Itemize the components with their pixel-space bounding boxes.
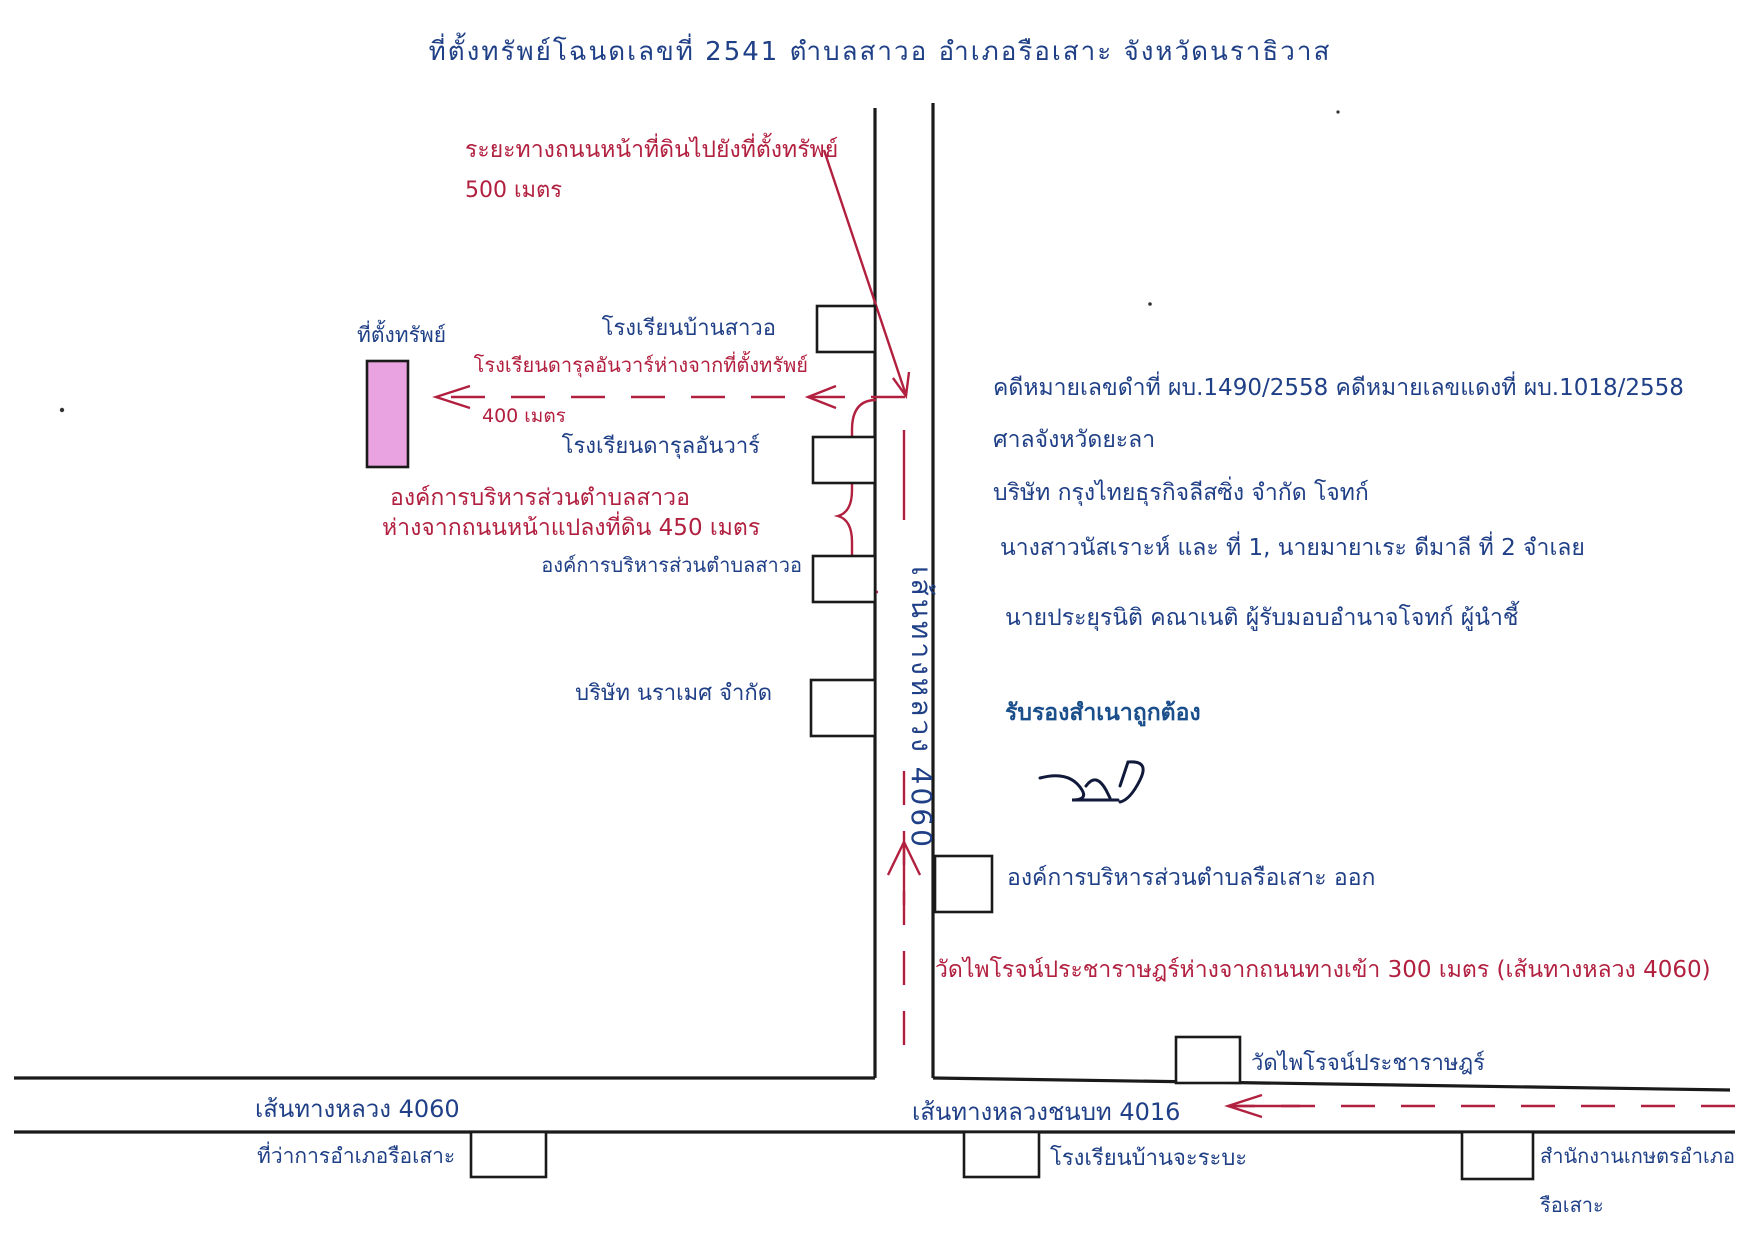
landmark-label-school-ban-sawo: โรงเรียนบ้านสาวอ	[602, 315, 776, 341]
landmark-box-land-office	[1460, 1130, 1535, 1181]
case-info-line2: ศาลจังหวัดยะลา	[993, 427, 1155, 453]
landmark-box-school-darul-anwar	[811, 435, 877, 485]
school-distance-value: 400 เมตร	[482, 405, 566, 427]
horizontal-road-label-left: เส้นทางหลวง 4060	[255, 1095, 460, 1123]
ink-dot	[59, 407, 65, 413]
landmark-label-district-office: ที่ว่าการอำเภอรือเสาะ	[257, 1141, 455, 1168]
temple-distance-note: วัดไพโรจน์ประชาราษฎร์ห่างจากถนนทางเข้า 3…	[935, 956, 1711, 983]
sao-distance-line2: ห่างจากถนนหน้าแปลงที่ดิน 450 เมตร	[382, 511, 760, 541]
case-info-line3: บริษัท กรุงไทยธุรกิจลีสซิ่ง จำกัด โจทก์	[993, 476, 1369, 506]
landmark-box-district-office	[469, 1130, 548, 1179]
property-label: ที่ตั้งทรัพย์	[357, 320, 446, 347]
case-info-line4: นางสาวนัสเราะห์ และ ที่ 1, นายมายาเระ ดี…	[1000, 531, 1585, 561]
landmark-box-school-ban-sawo	[815, 304, 877, 354]
map-title: ที่ตั้งทรัพย์โฉนดเลขที่ 2541 ตำบลสาวอ อำ…	[429, 32, 1332, 67]
landmark-box-sao-sawo	[811, 554, 877, 604]
landmark-box-school-ban-charabe	[962, 1130, 1041, 1179]
case-info-line5: นายประยุรนิติ คณาเนติ ผู้รับมอบอำนาจโจทก…	[1005, 601, 1520, 631]
horizontal-road-label-mid: เส้นทางหลวงชนบท 4016	[912, 1098, 1180, 1126]
landmark-label-sao-sawo: องค์การบริหารส่วนตำบลสาวอ	[541, 553, 802, 577]
landmark-label-sao-rueso: องค์การบริหารส่วนตำบลรือเสาะ ออก	[1007, 864, 1375, 891]
school-distance-note: โรงเรียนดารุลอันวาร์ห่างจากที่ตั้งทรัพย์	[474, 351, 808, 378]
landmark-label-land-office-line2: รือเสาะ	[1540, 1193, 1604, 1217]
certification-stamp: รับรองสำเนาถูกต้อง	[1005, 699, 1201, 727]
distance-pointer-line	[822, 149, 908, 396]
landmark-label-school-darul-anwar: โรงเรียนดารุลอันวาร์	[562, 433, 761, 459]
distance-pointer-arrowhead-icon	[892, 371, 911, 400]
signature-scribble	[1038, 760, 1145, 804]
landmark-label-school-ban-charabe: โรงเรียนบ้านจะระบะ	[1050, 1145, 1247, 1171]
ink-dot	[1148, 302, 1152, 306]
route-to-school-arrowhead-icon	[804, 384, 837, 410]
road-distance-note-line1: ระยะทางถนนหน้าที่ดินไปยังที่ตั้งทรัพย์	[465, 133, 838, 163]
road-distance-note-line2: 500 เมตร	[465, 178, 562, 203]
landmark-label-company: บริษัท นราเมศ จำกัด	[575, 681, 772, 706]
sao-distance-line1: องค์การบริหารส่วนตำบลสาวอ	[390, 484, 690, 511]
landmark-box-company	[809, 678, 877, 738]
landmark-box-sao-rueso	[933, 854, 994, 914]
vertical-road-label: เส้นทางหลวง 4060	[905, 566, 938, 850]
case-info-line1: คดีหมายเลขดำที่ ผบ.1490/2558 คดีหมายเลขแ…	[993, 371, 1684, 401]
ink-dot	[1336, 110, 1340, 114]
property-parcel-marker	[365, 359, 410, 469]
landmark-label-temple: วัดไพโรจน์ประชาราษฎร์	[1251, 1050, 1485, 1076]
horizontal-road-top-edge-right	[932, 1076, 1731, 1092]
route-to-property-arrowhead-icon	[432, 384, 471, 410]
landmark-label-land-office-line1: สำนักงานเกษตรอำเภอ	[1540, 1144, 1735, 1168]
landmark-box-temple	[1174, 1035, 1242, 1085]
